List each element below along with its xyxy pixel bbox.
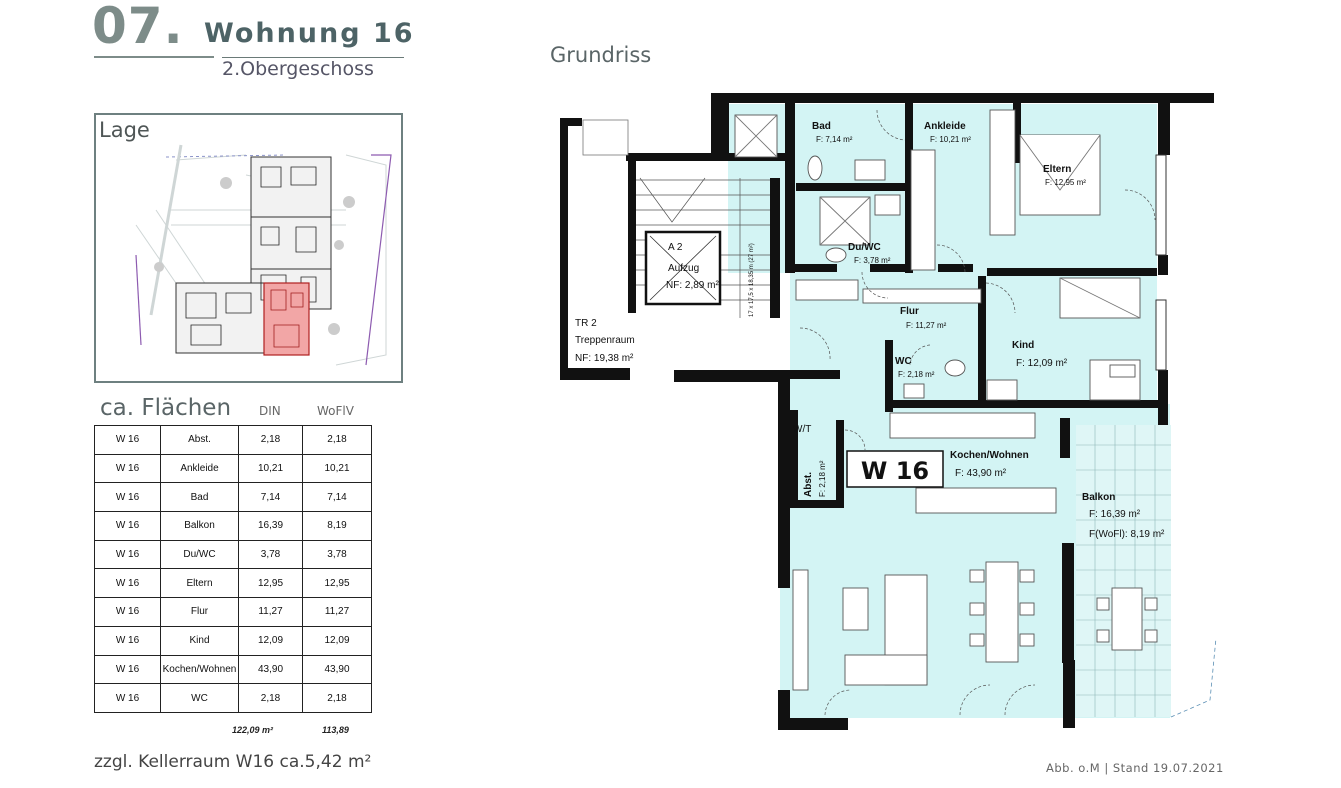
area-eltern: F: 12,95 m²: [1045, 178, 1086, 187]
label-balkon: Balkon: [1082, 492, 1115, 503]
cell-unit: W 16: [94, 453, 161, 484]
cell-din: 43,90: [238, 654, 303, 685]
total-wofiv: 113,89: [322, 725, 349, 735]
label-aufzug: Aufzug: [668, 263, 699, 274]
label-wt: W/T: [793, 424, 811, 435]
cell-room: Ankleide: [160, 453, 239, 484]
cell-din: 16,39: [238, 511, 303, 541]
floor-label: 2.Obergeschoss: [222, 57, 404, 80]
cell-wofiv: 12,95: [302, 568, 372, 599]
keller-note: zzgl. Kellerraum W16 ca.5,42 m²: [94, 752, 372, 772]
cell-wofiv: 11,27: [302, 597, 372, 627]
title-divider: [94, 56, 214, 58]
cell-room: Flur: [160, 597, 239, 627]
stairwell: [582, 119, 770, 318]
areas-title: ca. Flächen: [100, 395, 232, 421]
label-eltern: Eltern: [1043, 164, 1071, 175]
label-treppe-code: TR 2: [575, 318, 597, 329]
area-flur: F: 11,27 m²: [906, 321, 947, 330]
site-plan-box: [94, 113, 403, 383]
area-abst: F: 2,18 m²: [818, 460, 827, 497]
furniture: [734, 109, 1158, 691]
room-labels: Bad F: 7,14 m² Ankleide F: 10,21 m² Elte…: [575, 121, 1165, 540]
lage-label: Lage: [99, 118, 150, 142]
cell-din: 12,09: [238, 625, 303, 656]
label-kind: Kind: [1012, 340, 1034, 351]
cell-wofiv: 3,78: [302, 539, 372, 570]
cell-wofiv: 8,19: [302, 511, 372, 541]
cell-unit: W 16: [94, 597, 161, 627]
label-duwc: Du/WC: [848, 242, 881, 253]
area-treppe: NF: 19,38 m²: [575, 353, 634, 364]
area-kochen: F: 43,90 m²: [955, 468, 1007, 479]
cell-unit: W 16: [94, 482, 161, 513]
windows: [1155, 154, 1167, 371]
area-duwc: F: 3,78 m²: [854, 256, 891, 265]
cell-room: Eltern: [160, 568, 239, 599]
unit-badge-text: W 16: [861, 457, 929, 485]
area-wc: F: 2,18 m²: [898, 370, 935, 379]
label-aufzug-code: A 2: [668, 242, 683, 253]
aufzug-dim: 17 x 17,5 x 18,35 m (27 m²): [749, 243, 755, 317]
label-kochen: Kochen/Wohnen: [950, 450, 1029, 461]
unit-badge: W 16: [846, 450, 944, 488]
col-header-din: DIN: [259, 404, 281, 418]
cell-unit: W 16: [94, 511, 161, 541]
door-swings: [799, 109, 1156, 716]
area-ankleide: F: 10,21 m²: [930, 135, 971, 144]
cell-room: Balkon: [160, 511, 239, 541]
cell-wofiv: 2,18: [302, 683, 372, 713]
stand-note: Abb. o.M | Stand 19.07.2021: [1046, 761, 1224, 775]
cell-unit: W 16: [94, 683, 161, 713]
col-header-wofiv: WoFlV: [317, 404, 354, 418]
cell-unit: W 16: [94, 568, 161, 599]
section-number: 07.: [92, 0, 184, 55]
cell-din: 12,95: [238, 568, 303, 599]
area-balkon-wofl: F(WoFl): 8,19 m²: [1089, 529, 1165, 540]
label-flur: Flur: [900, 306, 919, 317]
cell-unit: W 16: [94, 654, 161, 685]
area-aufzug: NF: 2,89 m²: [666, 280, 719, 291]
area-kind: F: 12,09 m²: [1016, 358, 1068, 369]
walls: [560, 93, 1214, 730]
cell-din: 7,14: [238, 482, 303, 513]
cell-unit: W 16: [94, 625, 161, 656]
balcony-grid: [1076, 425, 1217, 718]
label-ankleide: Ankleide: [924, 121, 966, 132]
cell-wofiv: 10,21: [302, 453, 372, 484]
cell-unit: W 16: [94, 425, 161, 455]
label-wc: WC: [895, 356, 912, 367]
label-abst: Abst.: [803, 472, 814, 497]
site-plan-drawing: [135, 144, 392, 366]
area-bad: F: 7,14 m²: [816, 135, 853, 144]
cell-wofiv: 12,09: [302, 625, 372, 656]
cell-unit: W 16: [94, 539, 161, 570]
total-din: 122,09 m²: [232, 725, 274, 735]
unit-title: Wohnung 16: [204, 18, 415, 49]
area-balkon: F: 16,39 m²: [1089, 509, 1141, 520]
label-treppe: Treppenraum: [575, 335, 635, 346]
grundriss-heading: Grundriss: [550, 43, 652, 67]
label-bad: Bad: [812, 121, 831, 132]
cell-din: 3,78: [238, 539, 303, 570]
cell-room: Du/WC: [160, 539, 239, 570]
cell-wofiv: 43,90: [302, 654, 372, 685]
